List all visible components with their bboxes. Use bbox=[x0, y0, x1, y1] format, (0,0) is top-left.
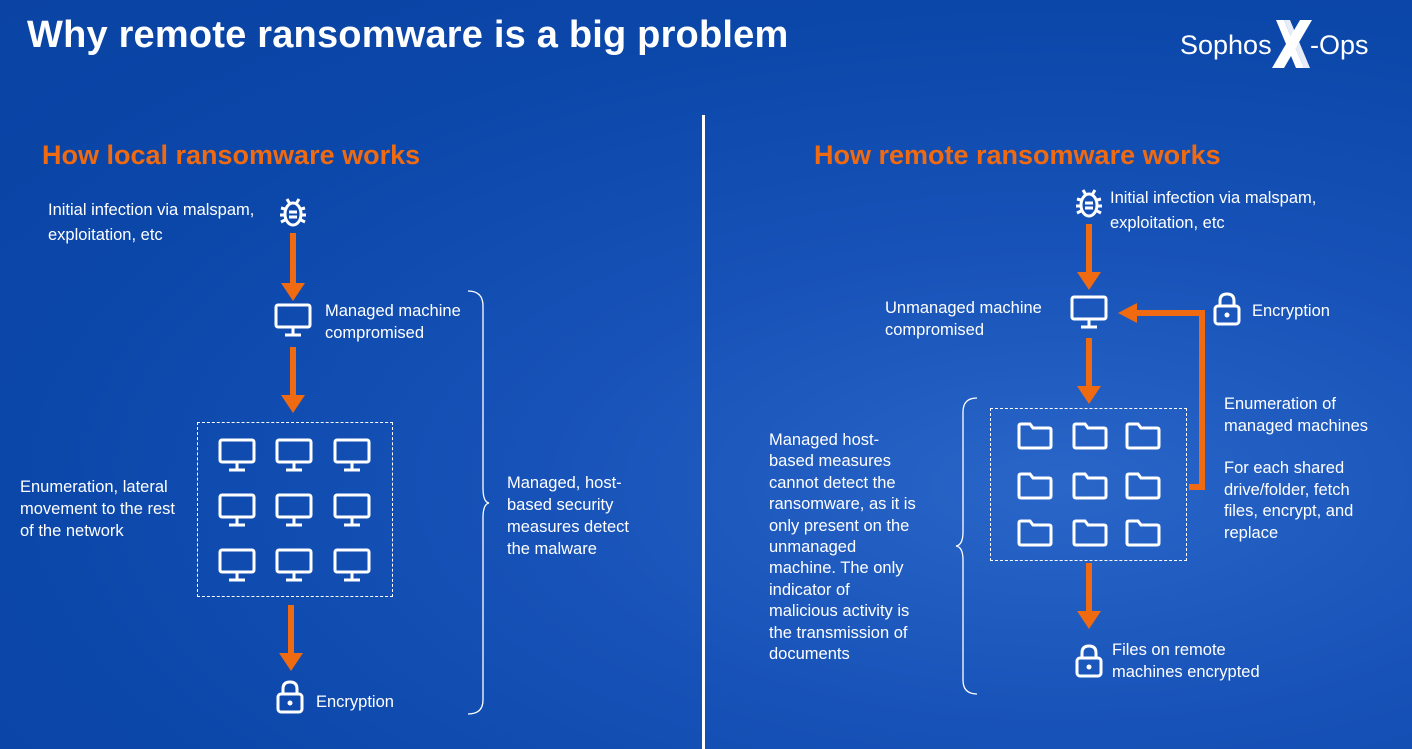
folder-icon bbox=[1017, 519, 1053, 547]
flow-arrow bbox=[281, 233, 305, 301]
monitor-icon bbox=[333, 548, 371, 582]
right-brace bbox=[467, 290, 490, 715]
remote-compromised-text: Unmanaged machine compromised bbox=[885, 299, 1042, 339]
monitor-icon bbox=[333, 438, 371, 472]
bug-icon bbox=[278, 196, 308, 228]
network-machines-box bbox=[197, 422, 393, 597]
local-enumeration-text: Enumeration, lateral movement to the res… bbox=[20, 478, 175, 540]
lock-icon bbox=[276, 680, 304, 714]
local-detection-note: Managed, host- based security measures d… bbox=[507, 474, 629, 558]
left-brace bbox=[955, 397, 978, 695]
remote-files-encrypted-text: Files on remote machines encrypted bbox=[1112, 641, 1260, 681]
remote-detection-note: Managed host- based measures cannot dete… bbox=[769, 431, 916, 664]
flow-arrow bbox=[279, 605, 303, 671]
local-heading: How local ransomware works bbox=[42, 140, 421, 170]
section-divider bbox=[702, 115, 705, 749]
local-encryption-text: Encryption bbox=[316, 693, 394, 711]
monitor-icon bbox=[274, 303, 312, 337]
folder-icon bbox=[1072, 472, 1108, 500]
lock-icon bbox=[1213, 292, 1241, 326]
remote-enumeration-text: Enumeration of managed machines bbox=[1224, 395, 1369, 435]
remote-heading: How remote ransomware works bbox=[814, 140, 1221, 170]
lock-icon bbox=[1075, 644, 1103, 678]
folder-icon bbox=[1125, 472, 1161, 500]
svg-text:-Ops: -Ops bbox=[1310, 30, 1369, 60]
monitor-icon bbox=[333, 493, 371, 527]
folder-icon bbox=[1072, 519, 1108, 547]
flow-arrow bbox=[1077, 338, 1101, 404]
folder-icon bbox=[1125, 519, 1161, 547]
remote-encryption-text: Encryption bbox=[1252, 302, 1330, 320]
feedback-arrow bbox=[1118, 303, 1205, 490]
bug-icon bbox=[1074, 187, 1104, 219]
folder-icon bbox=[1125, 422, 1161, 450]
remote-initial-infection-text: Initial infection via malspam, exploitat… bbox=[1110, 189, 1317, 232]
monitor-icon bbox=[218, 493, 256, 527]
monitor-icon bbox=[1070, 295, 1108, 329]
flow-arrow bbox=[1077, 224, 1101, 290]
svg-text:Sophos: Sophos bbox=[1180, 30, 1272, 60]
folder-icon bbox=[1017, 472, 1053, 500]
monitor-icon bbox=[275, 493, 313, 527]
flow-arrow bbox=[1077, 563, 1101, 629]
local-initial-infection-text: Initial infection via malspam, exploitat… bbox=[48, 201, 255, 244]
flow-arrow bbox=[281, 347, 305, 413]
sophos-x-ops-logo: Sophos -Ops bbox=[1180, 16, 1385, 72]
folder-icon bbox=[1017, 422, 1053, 450]
local-compromised-text: Managed machine compromised bbox=[325, 302, 461, 342]
monitor-icon bbox=[275, 438, 313, 472]
remote-per-share-text: For each shared drive/folder, fetch file… bbox=[1224, 459, 1354, 542]
monitor-icon bbox=[218, 548, 256, 582]
monitor-icon bbox=[218, 438, 256, 472]
page-title: Why remote ransomware is a big problem bbox=[27, 14, 789, 56]
shared-folders-box bbox=[990, 408, 1187, 561]
folder-icon bbox=[1072, 422, 1108, 450]
monitor-icon bbox=[275, 548, 313, 582]
